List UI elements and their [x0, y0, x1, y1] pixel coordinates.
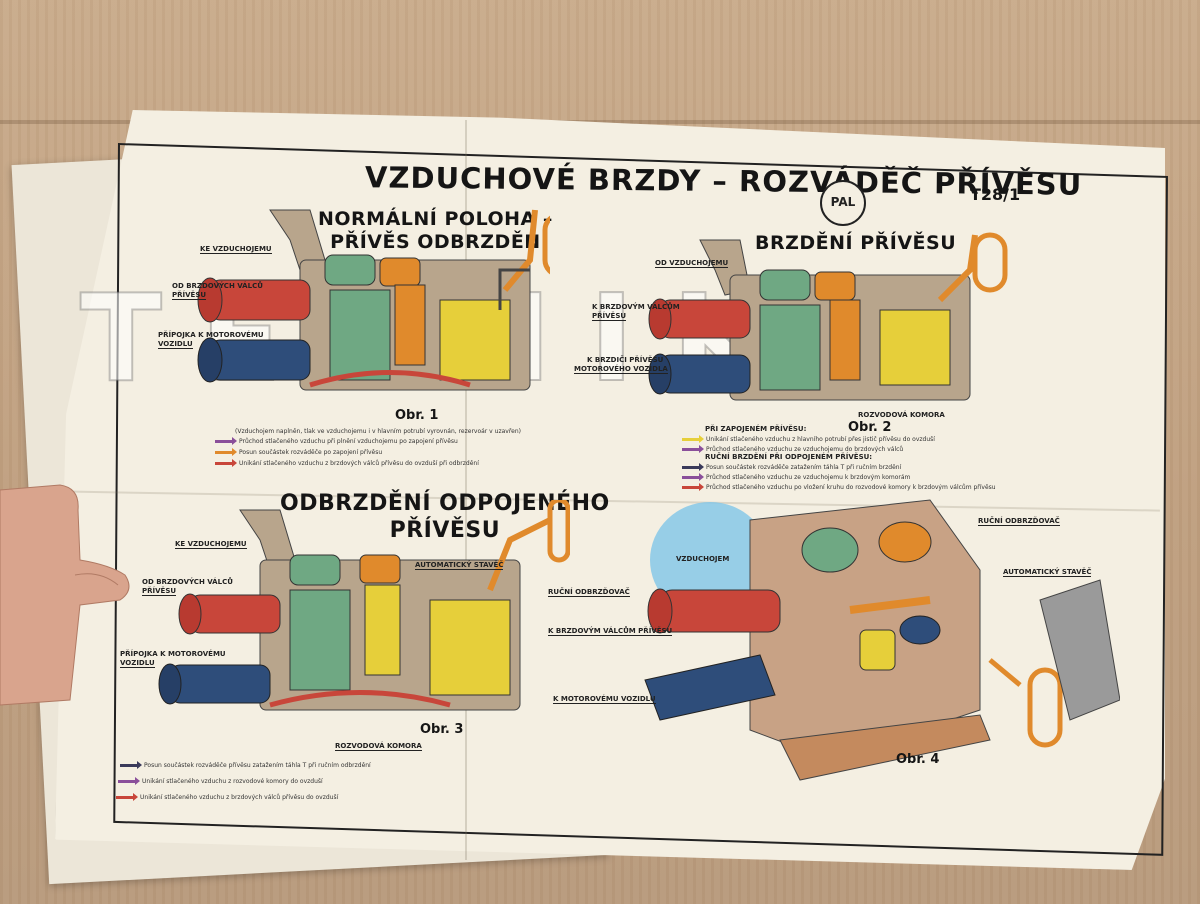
- fig3-callout-rozvodova-komora: ROZVODOVÁ KOMORA: [335, 742, 422, 751]
- fig2-callout-od-vzduchojemu: OD VZDUCHOJEMU: [655, 259, 729, 268]
- fig4-callout-vzduchojem: VZDUCHOJEM: [676, 555, 730, 563]
- fig2-callout-k-brzdovym-1: K BRZDOVÝM VÁLCŮM: [592, 303, 680, 311]
- arrow-purple-swatch: [118, 777, 140, 785]
- fig3-heading-line2: PŘÍVĚSU: [389, 518, 501, 543]
- arrow-red-swatch: [215, 459, 237, 467]
- pal-logo: PAL: [820, 180, 866, 226]
- fig2-legend-text: Unikání stlačeného vzduchu z hlavního po…: [706, 436, 935, 443]
- fig2-callout-k-brzdici-2: MOTOROVÉHO VOZIDLA: [574, 365, 668, 374]
- fig2-heading: BRZDĚNÍ PŘÍVĚSU: [755, 232, 957, 254]
- fig3-legend-item: Unikání stlačeného vzduchu z brzdových v…: [116, 793, 339, 801]
- fig2-legend-text: Průchod stlačeného vzduchu ze vzduchojem…: [706, 474, 911, 481]
- fig4-callout-automaticky-stavec: AUTOMATICKÝ STAVĚČ: [1003, 568, 1092, 577]
- fig3-callout-pripojka-2: VOZIDLU: [120, 659, 155, 668]
- fig4-valve-cutaway: [644, 499, 1120, 781]
- arrow-dark-swatch: [120, 761, 142, 769]
- fig2-legend-item: Průchod stlačeného vzduchu po vložení kr…: [682, 483, 996, 491]
- sheet-code: T28/1: [970, 185, 1021, 204]
- fig1-legend-item: Unikání stlačeného vzduchu z brzdových v…: [215, 459, 479, 467]
- fig3-callout-automaticky-stavec: AUTOMATICKÝ STAVĚČ: [415, 561, 504, 570]
- arrow-dark-swatch: [682, 463, 704, 471]
- fig3-callout-ke-vzduchojemu: KE VZDUCHOJEMU: [175, 540, 247, 549]
- fig4-callout-k-motorovemu: K MOTOROVÉMU VOZIDLU: [553, 695, 656, 704]
- fig2-legend-head: PŘI ZAPOJENÉM PŘÍVĚSU:: [705, 425, 807, 433]
- fig3-legend-item: Unikání stlačeného vzduchu z rozvodové k…: [118, 777, 323, 785]
- arrow-red-swatch: [116, 793, 138, 801]
- fig2-valve-diagram: [648, 232, 1008, 401]
- fig3-callout-rucni-odbrzdovac: RUČNÍ ODBRZĎOVAČ: [548, 588, 630, 597]
- fig2-legend-item: Posun součástek rozváděče zatažením táhl…: [682, 463, 902, 471]
- fig3-callout-pripojka-1: PŘÍPOJKA K MOTOROVÉMU: [120, 650, 226, 658]
- fig1-callout-ke-vzduchojemu: KE VZDUCHOJEMU: [200, 245, 272, 254]
- fig1-legend-text: Průchod stlačeného vzduchu při plnění vz…: [239, 438, 458, 445]
- arrow-yellow-swatch: [682, 435, 704, 443]
- fig3-callout-od-brzdovych-valcu-2: PŘÍVĚSU: [142, 587, 177, 596]
- fig2-legend-item: Průchod stlačeného vzduchu ze vzduchojem…: [682, 473, 911, 481]
- fig1-legend-item: Průchod stlačeného vzduchu při plnění vz…: [215, 437, 458, 445]
- fig3-callout-od-brzdovych-valcu-1: OD BRZDOVÝCH VÁLCŮ: [142, 578, 233, 586]
- fig2-legend-item: Unikání stlačeného vzduchu z hlavního po…: [682, 435, 935, 443]
- fig1-heading-line1: NORMÁLNÍ POLOHA –: [318, 208, 553, 230]
- fig3-legend-item: Posun součástek rozváděče přívěsu zataže…: [120, 761, 371, 769]
- fig2-label: Obr. 2: [848, 420, 892, 435]
- fig2-legend-text: Posun součástek rozváděče zatažením táhl…: [706, 464, 902, 471]
- fig3-legend-text: Unikání stlačeného vzduchu z rozvodové k…: [142, 778, 323, 785]
- fig1-heading-line2: PŘÍVĚS ODBRZDĚN: [330, 231, 541, 253]
- hand: [0, 484, 130, 706]
- fig2-callout-k-brzdovym-2: PŘÍVĚSU: [592, 312, 627, 321]
- fig3-label: Obr. 3: [420, 722, 464, 737]
- fig4-callout-rucni-odbrzdovac: RUČNÍ ODBRZĎOVAČ: [978, 517, 1060, 526]
- fig2-legend-text: Průchod stlačeného vzduchu ze vzduchojem…: [706, 446, 904, 453]
- arrow-red-swatch: [682, 483, 704, 491]
- fig1-heading: NORMÁLNÍ POLOHA – PŘÍVĚS ODBRZDĚN: [318, 208, 553, 254]
- cardboard-seam: [0, 120, 1200, 124]
- arrow-purple-swatch: [682, 473, 704, 481]
- fig1-legend-item: Posun součástek rozváděče po zapojení př…: [215, 448, 383, 456]
- fig4-label: Obr. 4: [896, 752, 940, 767]
- arrow-orange-swatch: [215, 448, 237, 456]
- fig1-callout-od-brzdovych-valcu-1: OD BRZDOVÝCH VÁLCŮ: [172, 282, 263, 290]
- fig1-callout-pripojka-1: PŘÍPOJKA K MOTOROVÉMU: [158, 331, 264, 339]
- fig2-callout-rozvodova-komora: ROZVODOVÁ KOMORA: [858, 411, 945, 419]
- fig1-valve-diagram: [197, 209, 550, 391]
- fig1-legend-note: (Vzduchojem naplněn, tlak ve vzduchojemu…: [235, 428, 521, 435]
- fig2-legend-item: Průchod stlačeného vzduchu ze vzduchojem…: [682, 445, 904, 453]
- fig3-legend-text: Unikání stlačeného vzduchu z brzdových v…: [140, 794, 339, 801]
- fig1-legend-text: Unikání stlačeného vzduchu z brzdových v…: [239, 460, 479, 467]
- fig2-callout-k-brzdici-1: K BRZDIČI PŘÍVĚSU: [587, 356, 664, 364]
- fig1-callout-pripojka-2: VOZIDLU: [158, 340, 193, 349]
- fold-line-vertical: [465, 120, 467, 860]
- fig4-callout-k-brzdovym: K BRZDOVÝM VÁLCŮM PŘÍVĚSU: [548, 627, 673, 636]
- fig3-valve-diagram: [158, 500, 570, 711]
- fig2-legend-head: RUČNÍ BRZDĚNÍ PŘI ODPOJENÉM PŘÍVĚSU:: [705, 453, 873, 461]
- fig3-legend-text: Posun součástek rozváděče přívěsu zataže…: [144, 762, 371, 769]
- fig1-label: Obr. 1: [395, 408, 439, 423]
- fig1-legend-text: Posun součástek rozváděče po zapojení př…: [239, 449, 383, 456]
- arrow-purple-swatch: [682, 445, 704, 453]
- arrow-purple-swatch: [215, 437, 237, 445]
- fig2-legend-text: Průchod stlačeného vzduchu po vložení kr…: [706, 484, 996, 491]
- fig1-callout-od-brzdovych-valcu-2: PŘÍVĚSU: [172, 291, 207, 300]
